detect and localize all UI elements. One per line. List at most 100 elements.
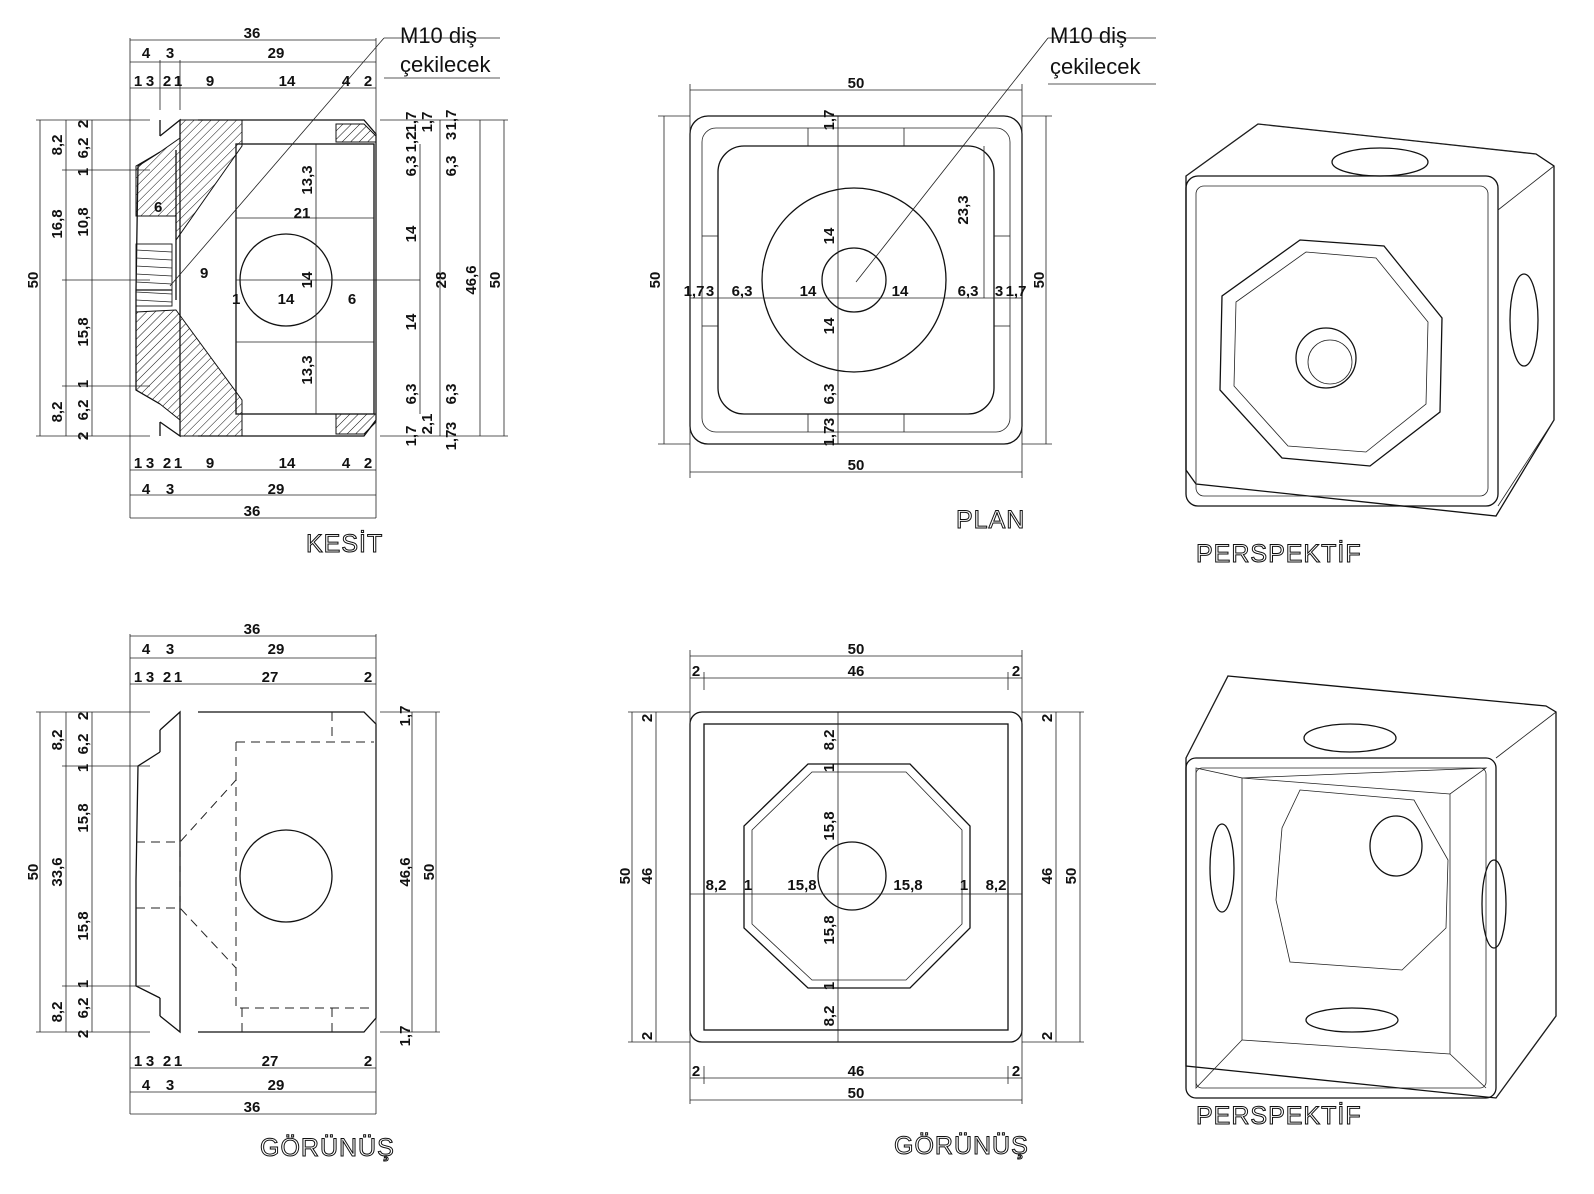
- kesit-dim-right-17c: 1,7: [443, 110, 460, 131]
- kesit-dim-right-17d: 1,7: [403, 426, 420, 447]
- gorunus2-dim-v158b: 15,8: [821, 915, 838, 944]
- kesit-dim-right-12: 1,2: [403, 132, 420, 153]
- plan-dim-bot-50: 50: [848, 457, 865, 474]
- kesit-dim-left-2a: 2: [75, 120, 92, 128]
- gorunus1-dim-left-82a: 8,2: [49, 730, 66, 751]
- gorunus1-dim-3: 3: [166, 641, 174, 658]
- gorunus1-dim-4: 4: [142, 641, 151, 658]
- gorunus2-dim-right-2a: 2: [1039, 714, 1056, 722]
- kesit-dim-left-1b: 1: [75, 380, 92, 388]
- gorunus1-dim-2b: 2: [364, 669, 372, 686]
- kesit-dim-left-62b: 6,2: [75, 400, 92, 421]
- plan-dim-h63a: 6,3: [732, 283, 753, 300]
- view-kesit: 36 4 3 29 1 3 2 1 9 14 4 2 1 3 2 1 9 14 …: [25, 23, 508, 559]
- kesit-dim-36: 36: [244, 25, 261, 42]
- plan-dim-v14a: 14: [821, 227, 838, 244]
- kesit-dim-bot-4: 4: [342, 455, 351, 472]
- gorunus2-dim-v1a: 1: [821, 764, 838, 772]
- plan-dim-h3a: 3: [706, 283, 714, 300]
- gorunus1-dim-left-62a: 6,2: [75, 734, 92, 755]
- gorunus2-dim-v82a: 8,2: [821, 730, 838, 751]
- kesit-dim-left-2b: 2: [75, 432, 92, 440]
- gorunus1-title: GÖRÜNÜŞ: [260, 1134, 395, 1162]
- gorunus2-dim-h1b: 1: [960, 877, 968, 894]
- gorunus2-dim-top-46: 46: [848, 663, 865, 680]
- kesit-dim-inner-14b: 14: [278, 291, 295, 308]
- plan-hole: [821, 247, 887, 313]
- plan-dim-left-50: 50: [647, 272, 664, 289]
- gorunus2-dim-left-46: 46: [639, 868, 656, 885]
- kesit-dim-right-17a: 1,7: [403, 112, 420, 133]
- plan-dim-b17: 1,7: [821, 426, 838, 447]
- gorunus2-title: GÖRÜNÜŞ: [894, 1132, 1029, 1160]
- gorunus1-dim-1b: 1: [174, 669, 182, 686]
- kesit-dim-inner-21: 21: [294, 205, 311, 222]
- gorunus2-dim-left-2a: 2: [639, 714, 656, 722]
- plan-dim-b3: 3: [821, 418, 838, 426]
- view-perspektif-1: PERSPEKTİF: [1185, 123, 1555, 569]
- gorunus2-dim-right-2b: 2: [1039, 1032, 1056, 1040]
- persp2-back-hole: [1369, 815, 1423, 877]
- gorunus2-dim-bot-46: 46: [848, 1063, 865, 1080]
- gorunus1-hole: [239, 829, 333, 923]
- kesit-dim-bot-3: 3: [146, 455, 154, 472]
- gorunus2-dim-h1a: 1: [744, 877, 752, 894]
- kesit-dim-right-14b: 14: [403, 313, 420, 330]
- view-perspektif-2: PERSPEKTİF: [1185, 675, 1557, 1131]
- kesit-dim-3: 3: [166, 45, 174, 62]
- kesit-dim-bot-1b: 1: [174, 455, 182, 472]
- kesit-title: KESİT: [306, 529, 383, 558]
- gorunus2-dim-v158a: 15,8: [821, 811, 838, 840]
- gorunus1-dim-left-62b: 6,2: [75, 998, 92, 1019]
- perspektif2-title: PERSPEKTİF: [1196, 1101, 1362, 1130]
- gorunus2-dim-left-50: 50: [617, 868, 634, 885]
- gorunus2-dim-h158a: 15,8: [787, 877, 816, 894]
- kesit-dim-right-63d: 6,3: [443, 384, 460, 405]
- gorunus2-dim-top-2b: 2: [1012, 663, 1020, 680]
- plan-note-line2: çekilecek: [1050, 54, 1141, 79]
- plan-dim-v14b: 14: [821, 317, 838, 334]
- kesit-dim-bot-29: 29: [268, 481, 285, 498]
- kesit-dim-left-62a: 6,2: [75, 138, 92, 159]
- gorunus2-dim-h82a: 8,2: [706, 877, 727, 894]
- kesit-dim-right-63c: 6,3: [403, 384, 420, 405]
- gorunus2-dim-h82b: 8,2: [986, 877, 1007, 894]
- gorunus1-dim-left-158a: 15,8: [75, 803, 92, 832]
- persp2-top-hole: [1303, 723, 1397, 753]
- gorunus1-dim-bot-29: 29: [268, 1077, 285, 1094]
- gorunus1-dim-right-466: 46,6: [397, 857, 414, 886]
- kesit-dim-bot-14: 14: [279, 455, 296, 472]
- gorunus1-dim-left-82b: 8,2: [49, 1002, 66, 1023]
- kesit-dim-3b: 3: [146, 73, 154, 90]
- plan-dim-right-50: 50: [1031, 272, 1048, 289]
- gorunus1-dim-bot-1b: 1: [174, 1053, 182, 1070]
- kesit-dim-right-17e: 1,7: [443, 430, 460, 451]
- gorunus1-dim-left-336: 33,6: [49, 857, 66, 886]
- plan-dim-h63b: 6,3: [958, 283, 979, 300]
- kesit-dim-inner-1: 1: [232, 291, 240, 308]
- plan-note-line1: M10 diş: [1050, 23, 1127, 48]
- gorunus1-dim-36: 36: [244, 621, 261, 638]
- kesit-dim-bot-2: 2: [163, 455, 171, 472]
- gorunus1-dim-right-50: 50: [421, 864, 438, 881]
- gorunus1-dim-right-17a: 1,7: [397, 706, 414, 727]
- plan-dim-t17: 1,7: [821, 110, 838, 131]
- kesit-dim-right-3: 3: [443, 132, 460, 140]
- kesit-dim-bot-9: 9: [206, 455, 214, 472]
- gorunus1-dim-bot-4: 4: [142, 1077, 151, 1094]
- kesit-dim-inner-14a: 14: [299, 271, 316, 288]
- plan-dim-h17b: 1,7: [1006, 283, 1027, 300]
- gorunus1-dim-1: 1: [134, 669, 142, 686]
- kesit-dim-bot-36: 36: [244, 503, 261, 520]
- kesit-dim-1b: 1: [174, 73, 182, 90]
- gorunus1-dim-left-1b: 1: [75, 980, 92, 988]
- kesit-dim-1: 1: [134, 73, 142, 90]
- kesit-dim-bot-1: 1: [134, 455, 142, 472]
- plan-dim-h3b: 3: [995, 283, 1003, 300]
- gorunus2-dim-right-50: 50: [1063, 868, 1080, 885]
- gorunus1-dim-2: 2: [163, 669, 171, 686]
- gorunus1-dim-bot-1: 1: [134, 1053, 142, 1070]
- kesit-dim-4: 4: [142, 45, 151, 62]
- persp2-bottom-hole: [1305, 1007, 1399, 1033]
